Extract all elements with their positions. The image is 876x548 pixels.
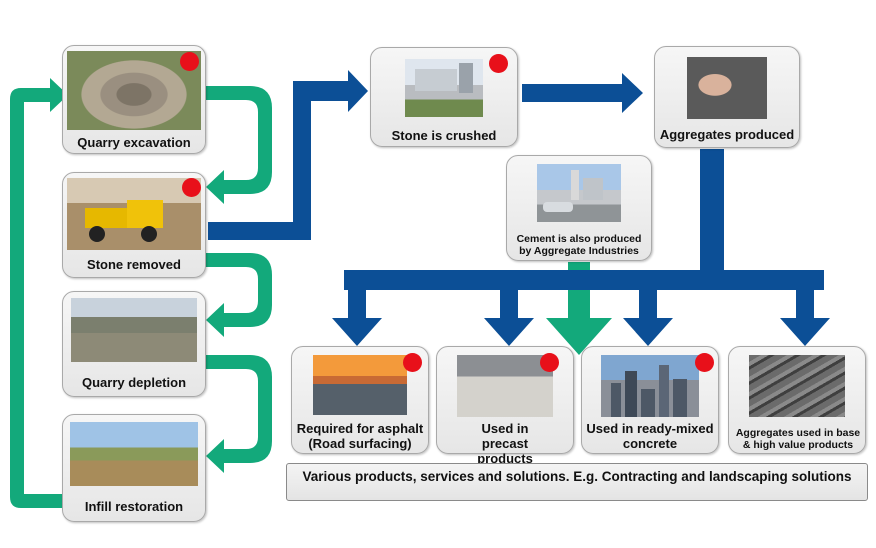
excavation-to-removed-arrow <box>204 86 272 204</box>
step-label: Quarry depletion <box>81 375 187 390</box>
step-quarry-depletion: Quarry depletion <box>62 291 206 397</box>
step-label: Cement is also produced by Aggregate Ind… <box>516 233 642 257</box>
depletion-to-infill-arrow <box>204 355 272 473</box>
step-label: Quarry excavation <box>77 135 191 150</box>
step-label: Stone is crushed <box>391 128 497 143</box>
quarry-pit-photo-icon <box>67 51 201 130</box>
use-label: Used in ready-mixed concrete <box>586 421 714 451</box>
green-cycle-arrows <box>10 78 612 508</box>
paving-slabs-photo-icon <box>457 355 553 417</box>
red-marker-icon <box>403 353 422 372</box>
removed-to-crushed-arrow <box>208 70 368 240</box>
restored-land-photo-icon <box>70 422 198 486</box>
red-marker-icon <box>489 54 508 73</box>
crushing-plant-photo-icon <box>405 59 483 117</box>
use-base-high-value: Aggregates used in base & high value pro… <box>728 346 866 454</box>
return-loop-arrow <box>10 78 72 508</box>
step-cement-produced: Cement is also produced by Aggregate Ind… <box>506 155 652 261</box>
step-aggregates-produced: Aggregates produced <box>654 46 800 148</box>
city-skyline-photo-icon <box>601 355 699 417</box>
motorway-photo-icon <box>313 355 407 415</box>
step-stone-removed: Stone removed <box>62 172 206 278</box>
step-label: Stone removed <box>87 257 181 272</box>
removed-to-depletion-arrow <box>204 253 272 337</box>
depleted-quarry-photo-icon <box>71 298 197 362</box>
use-precast: Used in precast products <box>436 346 574 466</box>
use-asphalt: Required for asphalt (Road surfacing) <box>291 346 429 454</box>
dump-truck-photo-icon <box>67 178 201 250</box>
branch-arrow-base <box>780 290 830 346</box>
use-ready-mixed-concrete: Used in ready-mixed concrete <box>581 346 719 454</box>
hand-aggregates-photo-icon <box>687 57 767 119</box>
red-marker-icon <box>180 52 199 71</box>
blue-flow-arrows <box>208 70 830 346</box>
railway-ballast-photo-icon <box>749 355 845 417</box>
branch-arrow-concrete <box>623 290 673 346</box>
step-label: Aggregates produced <box>659 127 795 142</box>
step-infill-restoration: Infill restoration <box>62 414 206 522</box>
cement-works-photo-icon <box>537 164 621 222</box>
branch-arrow-asphalt <box>332 290 382 346</box>
step-quarry-excavation: Quarry excavation <box>62 45 206 154</box>
banner-text: Various products, services and solutions… <box>302 469 852 484</box>
use-label: Used in precast products <box>477 421 533 466</box>
red-marker-icon <box>695 353 714 372</box>
red-marker-icon <box>182 178 201 197</box>
step-label: Infill restoration <box>84 499 184 514</box>
solutions-banner: Various products, services and solutions… <box>286 463 868 501</box>
distribution-bar <box>344 270 824 290</box>
use-label: Aggregates used in base & high value pro… <box>735 427 861 451</box>
aggregates-stem-arrow <box>700 149 724 270</box>
cement-down-arrow <box>546 262 612 355</box>
crushed-to-aggregates-arrow <box>522 73 643 113</box>
red-marker-icon <box>540 353 559 372</box>
use-label: Required for asphalt (Road surfacing) <box>296 421 424 451</box>
step-stone-crushed: Stone is crushed <box>370 47 518 147</box>
branch-arrow-precast <box>484 290 534 346</box>
